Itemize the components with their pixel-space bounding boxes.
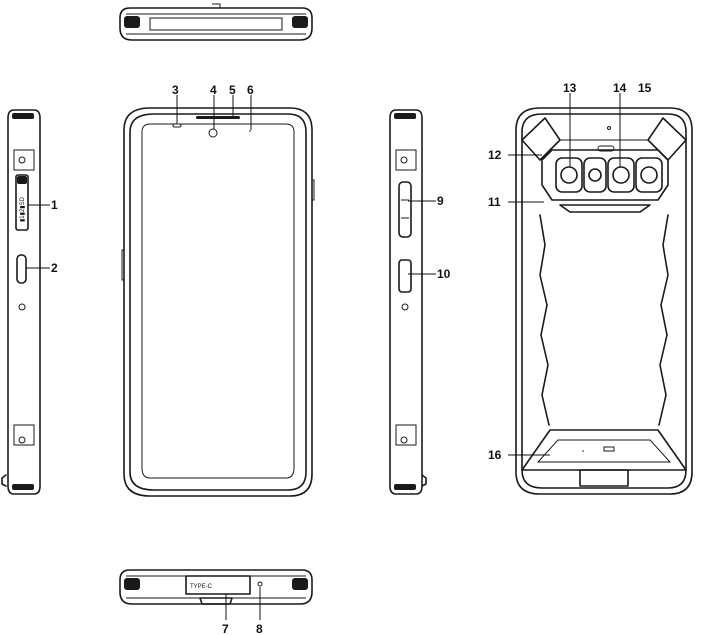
callout-13: 13 [563, 81, 577, 95]
port-label: TYPE-C [190, 584, 213, 590]
callouts: 1 2 3 4 5 6 7 8 9 10 11 12 13 14 15 16 [26, 81, 652, 635]
bottom-edge-view: TYPE-C [119, 569, 313, 605]
callout-15: 15 [638, 81, 652, 95]
callout-14: 14 [613, 81, 627, 95]
top-edge-view [119, 3, 313, 41]
left-side-view: ▮1▮2▮SD [1, 109, 41, 495]
callout-16: 16 [488, 448, 502, 462]
callout-7: 7 [222, 622, 229, 635]
callout-11: 11 [488, 195, 501, 209]
callout-9: 9 [437, 194, 444, 208]
callout-6: 6 [247, 83, 254, 97]
right-side-view [389, 109, 427, 495]
callout-8: 8 [256, 622, 263, 635]
callout-1: 1 [51, 198, 58, 212]
callout-3: 3 [172, 83, 179, 97]
callout-4: 4 [210, 83, 217, 97]
back-view [515, 107, 693, 495]
callout-5: 5 [229, 83, 236, 97]
callout-10: 10 [437, 267, 451, 281]
callout-12: 12 [488, 148, 502, 162]
callout-2: 2 [51, 261, 58, 275]
svg-text:▮1▮2▮SD: ▮1▮2▮SD [20, 196, 26, 222]
front-view [121, 107, 315, 497]
